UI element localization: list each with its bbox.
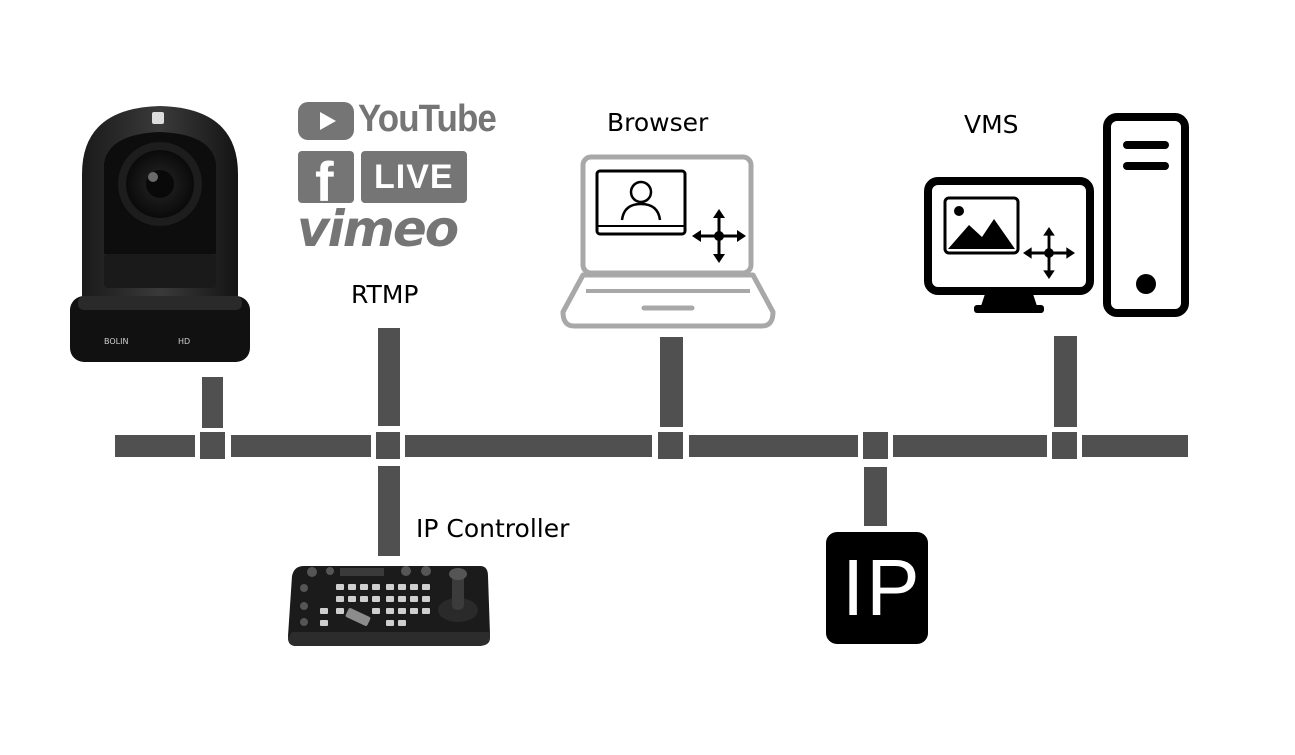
- bus-segment: [405, 435, 652, 457]
- camera-brand: BOLIN: [104, 337, 128, 346]
- bus-junction: [658, 432, 683, 459]
- youtube-play-icon: [298, 102, 354, 140]
- vms-drop-line: [1054, 336, 1077, 427]
- youtube-logo: YouTube: [298, 98, 497, 142]
- ip-badge-text: IP: [842, 543, 922, 632]
- camera-drop-line: [202, 377, 223, 428]
- vms-label: VMS: [964, 110, 1019, 139]
- rtmp-label: RTMP: [351, 280, 419, 309]
- pan-tilt-arrows-icon: [692, 209, 746, 263]
- bus-junction: [376, 432, 400, 459]
- pan-tilt-arrows-icon: [1023, 227, 1075, 279]
- controller-drop-line: [378, 466, 400, 556]
- bus-segment: [231, 435, 371, 457]
- facebook-live-logo: f LIVE: [298, 150, 470, 213]
- bus-junction: [863, 432, 888, 459]
- vimeo-wordmark: vimeo: [297, 200, 459, 258]
- ip-controller-label: IP Controller: [416, 514, 570, 543]
- vimeo-logo: vimeo: [297, 200, 477, 262]
- laptop-browser-icon: [560, 154, 776, 330]
- bus-segment: [689, 435, 858, 457]
- live-badge: LIVE: [361, 151, 467, 203]
- bus-junction: [200, 432, 225, 459]
- facebook-icon: f: [298, 150, 354, 213]
- browser-label: Browser: [607, 108, 709, 137]
- bus-segment: [115, 435, 195, 457]
- bus-segment: [1082, 435, 1188, 457]
- rtmp-drop-line: [378, 328, 400, 426]
- bus-junction: [1052, 432, 1077, 459]
- youtube-wordmark: YouTube: [358, 98, 497, 140]
- live-text: LIVE: [374, 158, 454, 196]
- ptz-controller-icon: [286, 558, 492, 650]
- camera-model: HD: [178, 337, 190, 346]
- facebook-letter: f: [315, 150, 334, 213]
- ptz-camera-icon: BOLIN HD: [68, 104, 252, 366]
- ip-drop-line: [864, 467, 887, 526]
- desktop-vms-icon: [924, 113, 1190, 318]
- browser-drop-line: [660, 337, 683, 427]
- bus-segment: [893, 435, 1047, 457]
- ip-badge-icon: IP: [826, 532, 928, 644]
